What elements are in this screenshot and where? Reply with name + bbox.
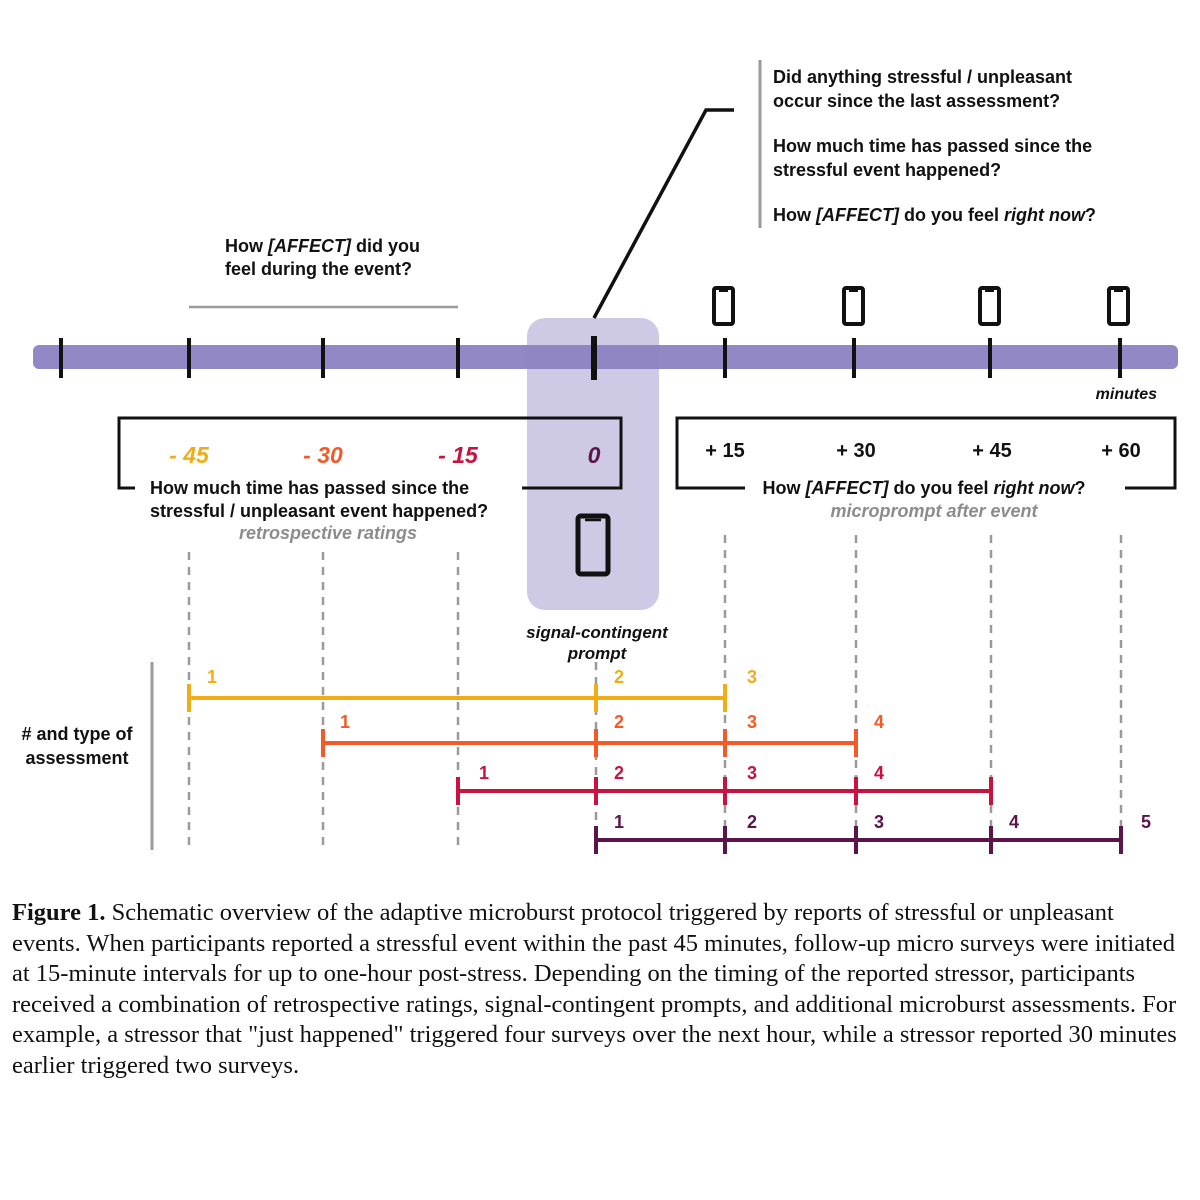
signal-highlight-box: [527, 318, 659, 610]
assessment-number-label: 2: [614, 763, 624, 783]
retro-bracket: [117, 416, 623, 490]
retro-note: retrospective ratings: [239, 523, 417, 543]
top-question-line: stressful event happened?: [773, 160, 1001, 180]
time-label: 0: [588, 442, 601, 468]
caption-label: Figure 1.: [12, 899, 106, 926]
timeline-bar: [33, 345, 1178, 369]
phone-icon: [1107, 286, 1130, 326]
caption-text: Schematic overview of the adaptive micro…: [12, 899, 1177, 1079]
assessment-number-label: 1: [207, 667, 217, 687]
time-label: + 45: [972, 440, 1011, 462]
minutes-unit-label: minutes: [1096, 386, 1157, 403]
assessment-number-label: 3: [747, 712, 757, 732]
time-label: + 15: [705, 440, 744, 462]
micro-bracket: [675, 416, 1177, 490]
phone-icon: [712, 286, 735, 326]
assessment-number-label: 5: [1141, 812, 1151, 832]
assessment-label: # and type of: [21, 724, 133, 744]
assessment-number-label: 3: [747, 667, 757, 687]
assessment-number-label: 4: [874, 712, 884, 732]
assessment-number-label: 4: [874, 763, 884, 783]
signal-label: prompt: [567, 644, 628, 663]
phone-icon: [575, 513, 611, 577]
phone-icons-row: [712, 286, 1130, 326]
phone-icon: [978, 286, 1001, 326]
signal-label: signal-contingent: [526, 623, 669, 642]
during-event-question: feel during the event?: [225, 259, 412, 279]
during-event-question: How [AFFECT] did you: [225, 236, 420, 256]
top-question-line: occur since the last assessment?: [773, 91, 1060, 111]
time-label: + 30: [836, 440, 875, 462]
callout-connector: [592, 108, 734, 319]
assessment-number-label: 2: [614, 712, 624, 732]
protocol-diagram: Did anything stressful / unpleasant occu…: [21, 60, 1178, 854]
assessment-label: assessment: [25, 748, 128, 768]
retro-question: stressful / unpleasant event happened?: [150, 501, 488, 521]
time-label: - 30: [303, 442, 343, 468]
time-label: - 15: [438, 442, 479, 468]
top-question-line: Did anything stressful / unpleasant: [773, 67, 1072, 87]
top-question-line: How [AFFECT] do you feel right now?: [773, 205, 1096, 225]
assessment-number-label: 3: [874, 812, 884, 832]
assessment-rows: 1 2 3 1 2 3 4 1 2 3 4 1 2 3 4 5: [187, 667, 1151, 854]
retro-question: How much time has passed since the: [150, 478, 469, 498]
timeline-ticks: [59, 336, 1122, 380]
assessment-number-label: 4: [1009, 812, 1019, 832]
assessment-number-label: 2: [747, 812, 757, 832]
micro-note: microprompt after event: [830, 501, 1038, 521]
assessment-number-label: 2: [614, 667, 624, 687]
time-label: + 60: [1101, 440, 1140, 462]
assessment-number-label: 1: [340, 712, 350, 732]
assessment-number-label: 1: [479, 763, 489, 783]
figure-caption: Figure 1. Schematic overview of the adap…: [12, 898, 1182, 1081]
top-question-line: How much time has passed since the: [773, 136, 1092, 156]
assessment-number-label: 3: [747, 763, 757, 783]
micro-question: How [AFFECT] do you feel right now?: [763, 478, 1086, 498]
time-label: - 45: [169, 442, 210, 468]
assessment-number-label: 1: [614, 812, 624, 832]
phone-icon: [842, 286, 865, 326]
